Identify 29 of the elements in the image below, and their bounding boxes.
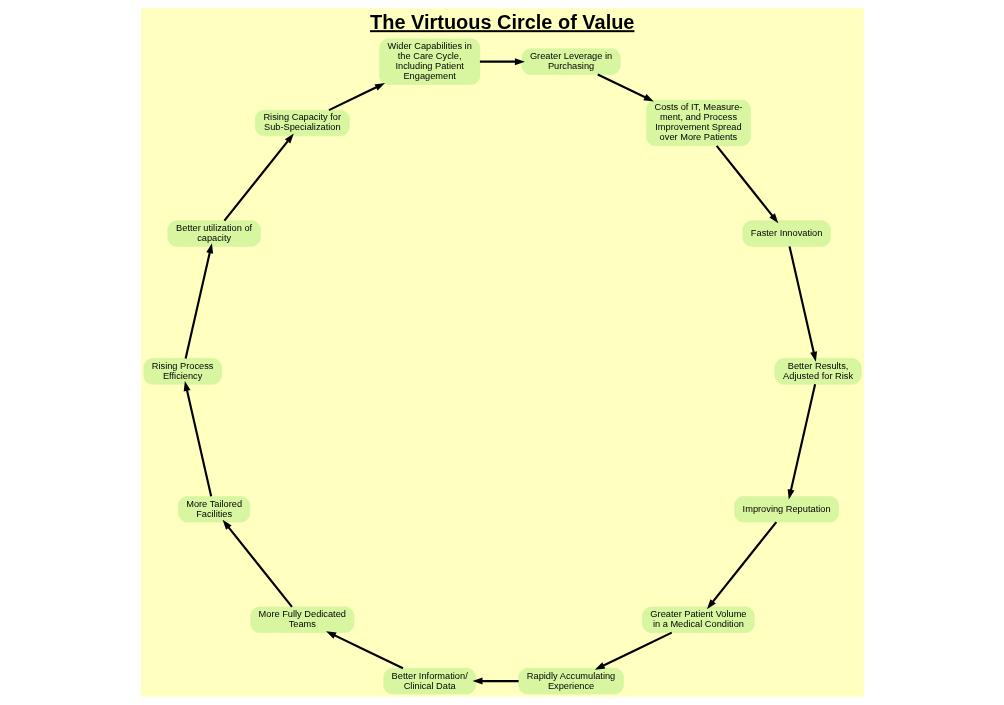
- node-box: Costs of IT, Measure- ment, and Process Improvement Spread over More Patients: [645, 99, 751, 147]
- arrow: [788, 246, 817, 362]
- node-box: Wider Capabilities in the Care Cycle, Including Patient Engagement: [378, 38, 480, 85]
- arrow: [787, 384, 816, 500]
- node-box: Better Information/ Clinical Data: [382, 667, 476, 695]
- diagram-title: The Virtuous Circle of Value: [369, 11, 634, 34]
- node-box: Rising Process Efficiency: [143, 358, 222, 385]
- node-box: Improving Reputation: [733, 496, 839, 523]
- node-box: Better Results, Adjusted for Risk: [774, 358, 861, 385]
- arrow: [715, 145, 778, 224]
- node-box: Better utilization of capacity: [167, 220, 261, 247]
- node-box: Rapidly Accumulating Experience: [517, 667, 624, 695]
- arrow: [479, 58, 525, 66]
- arrow: [325, 631, 403, 670]
- node-box: Greater Leverage in Purchasing: [521, 48, 621, 75]
- arrow: [184, 243, 213, 359]
- arrow: [596, 73, 654, 102]
- node-box: More Tailored Facilities: [177, 496, 250, 523]
- arrow: [328, 83, 385, 112]
- arrow: [594, 631, 672, 670]
- node-box: Rising Capacity for Sub-Specialization: [254, 109, 350, 137]
- arrow: [706, 521, 777, 610]
- arrow: [223, 133, 294, 222]
- arrow: [183, 381, 212, 497]
- arrow: [222, 519, 293, 608]
- node-box: Faster Innovation: [741, 220, 831, 247]
- arrow: [472, 677, 519, 685]
- node-box: More Fully Dedicated Teams: [249, 606, 354, 633]
- node-box: Greater Patient Volume in a Medical Condition: [641, 606, 755, 633]
